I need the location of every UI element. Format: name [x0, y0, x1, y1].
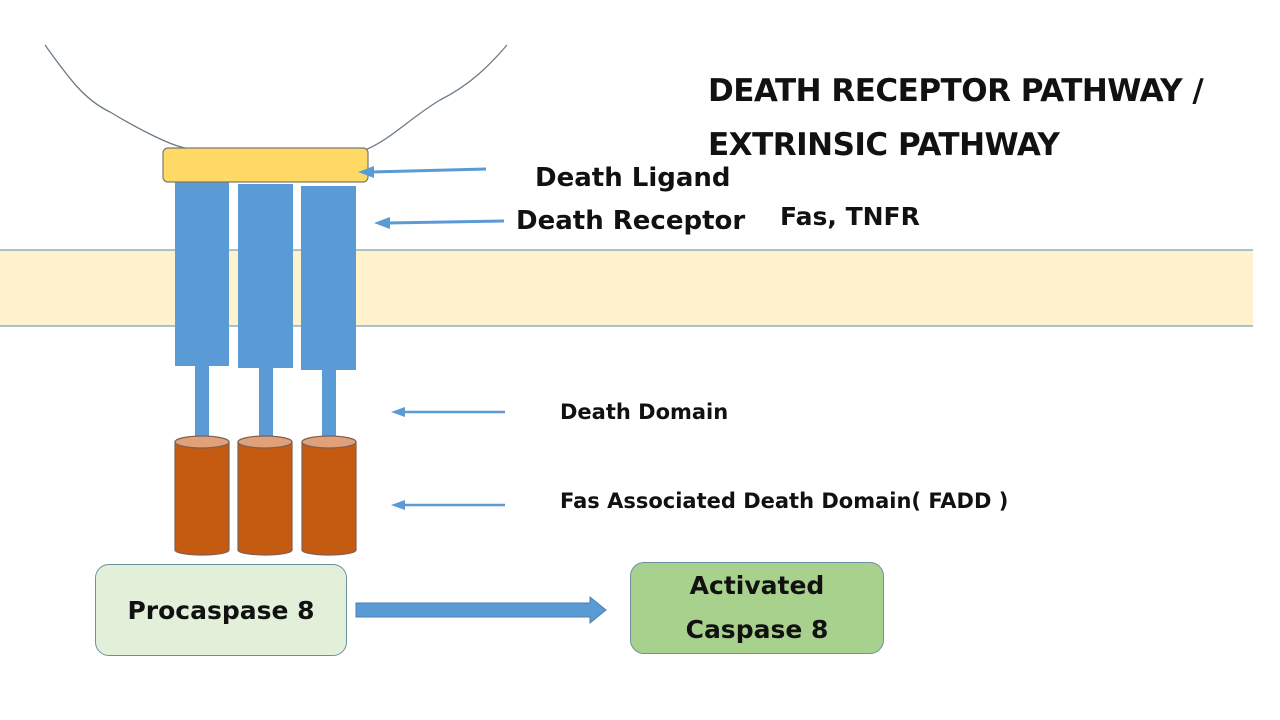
arrow-to-death-domain [391, 407, 505, 417]
receptor-chain-3 [301, 186, 356, 370]
death-domain-3 [322, 368, 336, 444]
fadd-cylinder-3 [301, 435, 357, 556]
title-line-1: DEATH RECEPTOR PATHWAY / [708, 73, 1204, 109]
title-line-2: EXTRINSIC PATHWAY [708, 127, 1060, 163]
death-ligand-label: Death Ligand [535, 163, 731, 193]
fadd-label: Fas Associated Death Domain( FADD ) [560, 489, 1009, 513]
arrow-to-fadd [391, 500, 505, 510]
death-domain-2 [259, 366, 273, 444]
death-domain-1 [195, 364, 209, 444]
page-title: DEATH RECEPTOR PATHWAY / EXTRINSIC PATHW… [708, 64, 1204, 172]
fadd-cylinder-1 [174, 435, 230, 556]
arrow-to-ligand [358, 166, 487, 178]
activation-arrow [355, 595, 607, 625]
arrow-to-receptor [374, 217, 505, 229]
receptor-chain-1 [175, 182, 229, 366]
activated-caspase-8-box: Activated Caspase 8 [630, 562, 884, 654]
fadd-cylinder-2 [237, 435, 293, 556]
procaspase-8-box: Procaspase 8 [95, 564, 347, 656]
ligand-cell-outline [44, 44, 508, 151]
activated-caspase-line-2: Caspase 8 [685, 615, 829, 644]
receptor-examples-label: Fas, TNFR [780, 202, 920, 231]
death-receptor-label: Death Receptor [516, 206, 746, 236]
receptor-chain-2 [238, 184, 293, 368]
procaspase-8-label: Procaspase 8 [127, 595, 315, 625]
death-domain-label: Death Domain [560, 400, 729, 424]
activated-caspase-line-1: Activated [689, 571, 825, 600]
death-ligand-shape [162, 147, 369, 183]
